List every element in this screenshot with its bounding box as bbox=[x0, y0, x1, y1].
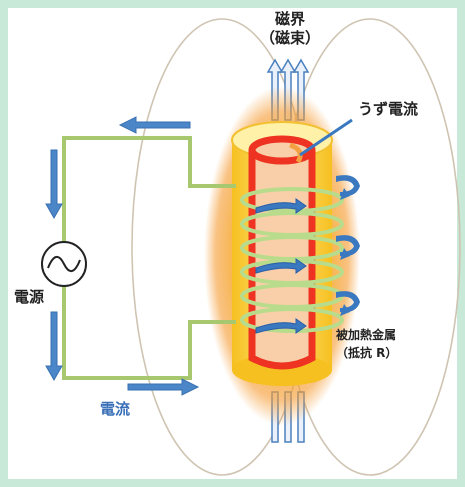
heated-metal-label: 被加熱金属 （抵抗 R） bbox=[336, 326, 397, 362]
eddy-swirl bbox=[289, 142, 303, 164]
magnetic-curl-arrows bbox=[336, 175, 360, 316]
current-label: 電流 bbox=[100, 400, 131, 418]
current-direction-arrows bbox=[45, 116, 200, 396]
magnetic-field-label-line1: 磁界 bbox=[274, 10, 305, 28]
magnetic-field-label: 磁界 （磁束） bbox=[255, 10, 325, 48]
sine-wave-source-icon bbox=[41, 241, 87, 287]
power-source-label: 電源 bbox=[14, 288, 45, 306]
heated-metal-label-line1: 被加熱金属 bbox=[336, 328, 397, 342]
eddy-current-label: うず電流 bbox=[358, 100, 419, 118]
heated-metal-label-line2: （抵抗 R） bbox=[336, 346, 398, 360]
induction-coil bbox=[240, 187, 344, 333]
eddy-current-arrows bbox=[255, 198, 307, 334]
magnetic-field-label-line2: （磁束） bbox=[259, 29, 320, 47]
eddy-pointer bbox=[299, 118, 353, 157]
